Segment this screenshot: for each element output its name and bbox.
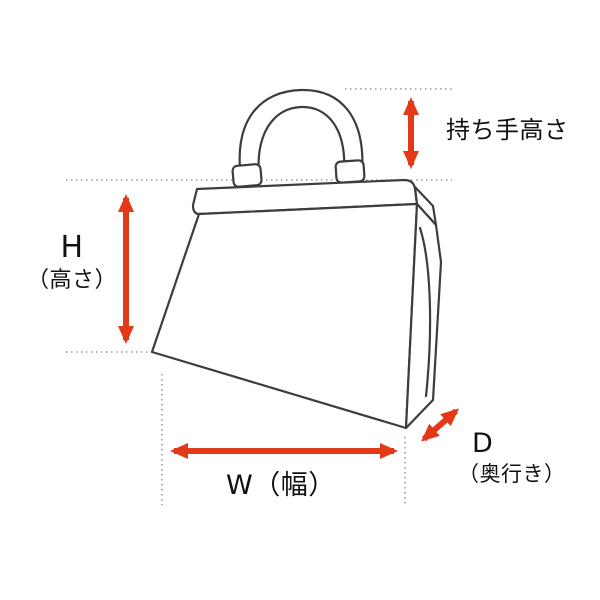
width-label: W（幅） [226,470,336,501]
handbag-drawing [150,88,443,430]
depth-label: D （奥行き） [458,428,566,488]
height-label: H （高さ） [14,230,130,294]
bag-gusset-crease [418,226,432,398]
guide-lines [66,88,452,505]
depth-label-paren: （奥行き） [458,462,566,487]
dimension-arrows [118,97,460,459]
height-label-paren: （高さ） [26,268,117,293]
handle-height-label: 持ち手高さ [446,116,569,144]
handle-tab-right [334,159,366,184]
depth-arrow [420,408,460,442]
depth-label-letter: D [472,428,494,459]
height-label-letter: H [60,230,84,265]
bag-side-panel [404,202,443,430]
handle-tab-left [231,163,263,188]
bag-front-panel [150,202,419,430]
